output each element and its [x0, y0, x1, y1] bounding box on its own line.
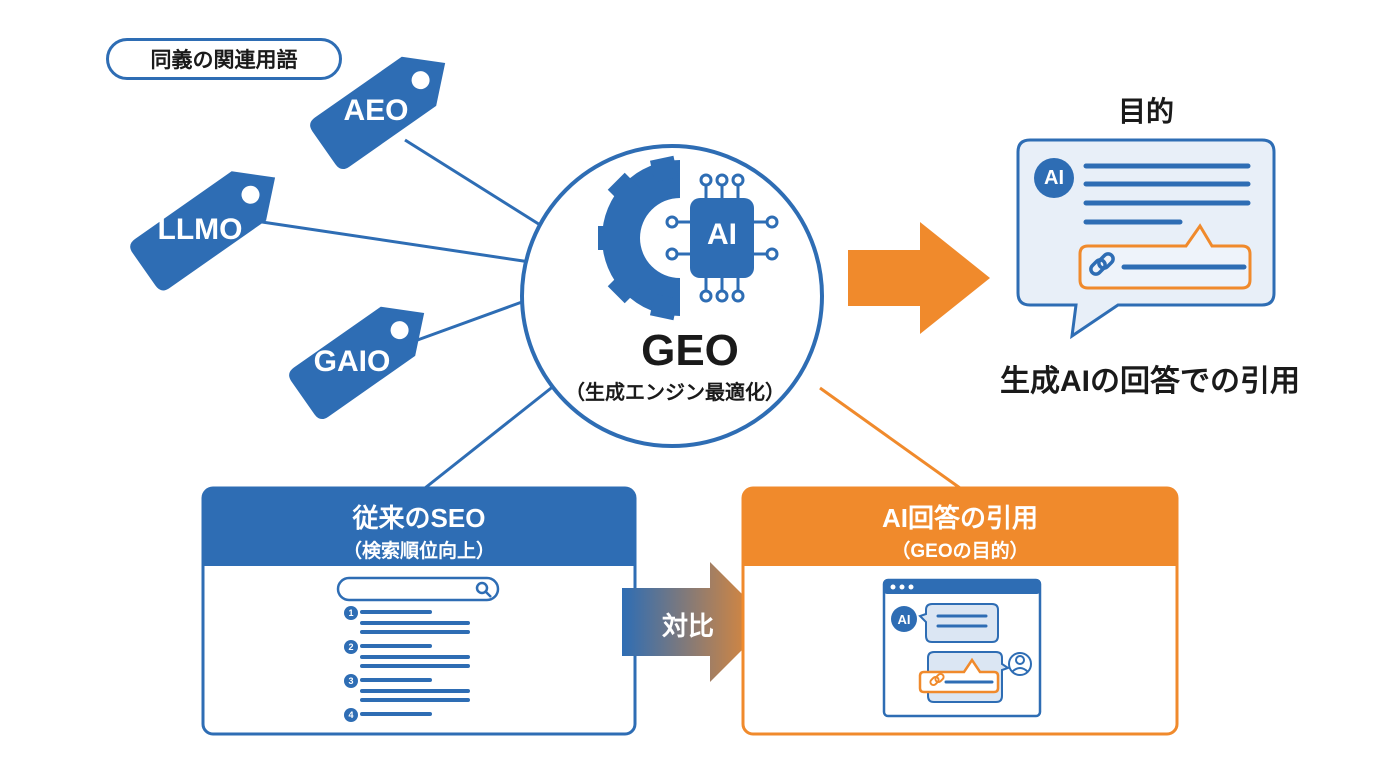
ai-box-title: AI回答の引用 [881, 503, 1038, 533]
seo-box-title: 従来のSEO [352, 503, 486, 533]
purpose-arrow [848, 222, 990, 334]
ai-chip-icon [665, 173, 779, 303]
rank-number: 2 [348, 642, 354, 652]
rank-number: 4 [348, 710, 354, 720]
related-terms-label: 同義の関連用語 [106, 38, 342, 80]
tag-llmo [130, 171, 276, 291]
rank-number: 1 [348, 608, 354, 618]
seo-box-subtitle: （検索順位向上） [342, 541, 495, 562]
connector-ai-citation [819, 386, 961, 490]
ai-message-bubble [891, 603, 999, 643]
purpose-title: 目的 [1117, 96, 1174, 127]
connector-gaio [411, 296, 534, 344]
search-icon [475, 581, 492, 598]
purpose-bubble [1016, 138, 1276, 340]
window-dots-icon [890, 584, 914, 590]
tag-label-aeo: AEO [343, 94, 409, 127]
user-message-bubble [918, 651, 1011, 703]
purpose-ai-badge: AI [1044, 167, 1064, 189]
user-icon [1008, 652, 1032, 676]
connector-seo [424, 383, 556, 490]
ai-box-badge: AI [897, 612, 911, 627]
seo-result-lines [360, 610, 470, 716]
geo-subtitle: （生成エンジン最適化） [565, 382, 785, 404]
small-link-icon [929, 672, 945, 687]
rank-number: 3 [348, 676, 354, 686]
connector-llmo [261, 220, 531, 264]
geo-title: GEO [641, 326, 739, 375]
link-icon [1089, 252, 1115, 276]
tag-gaio [289, 306, 425, 420]
tag-label-llmo: LLMO [157, 213, 243, 246]
compare-arrow [622, 562, 770, 682]
search-bar [336, 576, 500, 602]
ai-chip-label: AI [707, 218, 737, 251]
purpose-caption: 生成AIの回答での引用 [1000, 365, 1300, 398]
tag-label-gaio: GAIO [313, 345, 391, 378]
connector-aeo [404, 138, 546, 230]
compare-label: 対比 [661, 611, 714, 641]
gear-icon [598, 155, 680, 321]
tag-aeo [310, 56, 446, 170]
ai-box-subtitle: （GEOの目的） [891, 541, 1029, 562]
rank-badges [344, 606, 358, 722]
